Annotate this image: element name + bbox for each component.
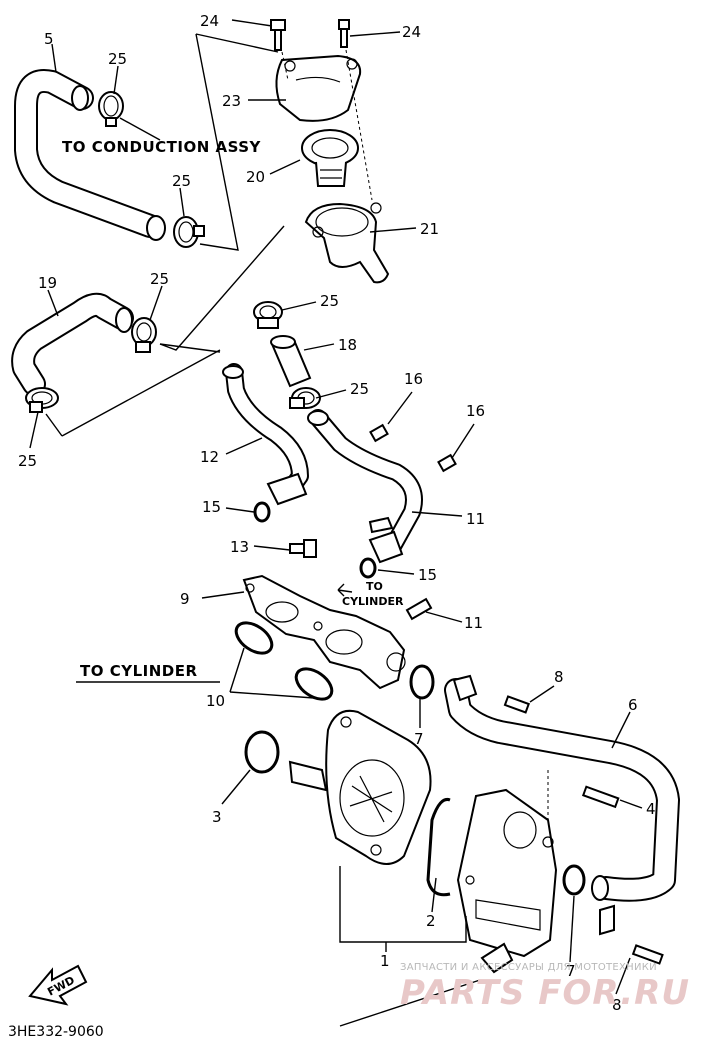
watermark-tagline: ЗАПЧАСТИ И АКСЕССУАРЫ ДЛЯ МОТОТЕХНИКИ	[400, 962, 657, 973]
part-25-clamp-a	[131, 317, 157, 353]
part-23-bolt	[270, 19, 286, 51]
part-25-clamp-d	[289, 387, 321, 409]
callout-19: 20	[246, 168, 265, 186]
part-16-bolt-b	[437, 453, 457, 473]
part-3-o-ring	[244, 730, 280, 774]
label-to-conduction-assy: TO CONDUCTION ASSY	[62, 138, 262, 156]
part-2-gasket	[426, 797, 451, 897]
callout-15b: 15	[418, 566, 437, 584]
callout-12: 13	[230, 538, 249, 556]
part-14-pipe	[222, 363, 309, 506]
callout-24b: 25	[172, 172, 191, 190]
callout-10: 10	[206, 692, 225, 710]
part-4-bolt	[581, 785, 620, 809]
callout-25d: 25	[18, 452, 37, 470]
part-7-o-ring-upper	[409, 664, 435, 700]
callout-14: 12	[200, 448, 219, 466]
callout-21: 23	[222, 92, 241, 110]
part-16-bolt-a	[369, 423, 389, 443]
part-13-pipe	[307, 409, 423, 564]
callout-8-upper: 8	[554, 668, 564, 686]
callout-13: 11	[466, 510, 485, 528]
callout-9: 9	[180, 590, 190, 608]
callout-3: 3	[212, 808, 222, 826]
callout-18: 19	[38, 274, 57, 292]
callout-25c: 25	[350, 380, 369, 398]
part-10-gasket-b	[294, 667, 334, 701]
label-to-cylinder: TO CYLINDER	[80, 662, 198, 680]
part-9-water-pipe	[242, 574, 406, 690]
callout-23: 24	[200, 12, 219, 30]
part-8-bolt-lower	[631, 944, 664, 965]
part-6-pipe	[444, 674, 680, 936]
callout-22: 24	[402, 23, 421, 41]
label-to-cylinder-small-2: CYLINDER	[342, 595, 404, 608]
fwd-arrow-icon: FWD	[28, 964, 88, 1006]
part-17-pipe	[270, 335, 312, 388]
callout-17: 18	[338, 336, 357, 354]
part-12-bolt	[289, 539, 317, 558]
callout-20: 21	[420, 220, 439, 238]
part-11-bolt	[405, 597, 433, 621]
callout-1: 1	[380, 952, 390, 970]
callout-7-upper: 7	[414, 730, 424, 748]
part-15-o-ring-b	[359, 557, 377, 579]
part-7-o-ring-lower	[562, 864, 586, 896]
callout-11: 11	[464, 614, 483, 632]
part-8-bolt-upper	[503, 695, 530, 714]
part-15-o-ring-a	[253, 501, 271, 523]
watermark-brand: PARTS FOR.RU	[400, 973, 690, 1013]
callout-5: 5	[44, 30, 54, 48]
callout-16a: 16	[404, 370, 423, 388]
callout-25a: 25	[150, 270, 169, 288]
label-to-cylinder-small-1: TO	[366, 580, 383, 593]
diagram-code: 3HE332-9060	[8, 1024, 104, 1040]
part-19-thermostat	[301, 129, 359, 187]
part-1-pump-cover	[456, 788, 558, 958]
part-21-thermostat-cover	[275, 54, 362, 122]
part-25-clamp-c	[253, 301, 283, 329]
callout-15a: 15	[202, 498, 221, 516]
part-10-gasket-a	[234, 621, 274, 655]
callout-7-lower: 7	[566, 962, 576, 980]
callout-2: 2	[426, 912, 436, 930]
part-1-water-pump	[288, 709, 432, 865]
callout-8-lower: 8	[612, 996, 622, 1014]
part-24-clamp-upper	[98, 91, 124, 127]
callout-4: 4	[646, 800, 656, 818]
part-5-hose	[14, 69, 166, 241]
callout-24a: 25	[108, 50, 127, 68]
callout-16b: 16	[466, 402, 485, 420]
part-25-clamp-b	[25, 387, 59, 413]
callout-25b: 25	[320, 292, 339, 310]
part-24-clamp-lower	[173, 216, 205, 248]
part-22-bolt	[338, 19, 350, 48]
part-18-hose	[11, 292, 134, 396]
part-20-thermostat-housing	[304, 202, 390, 284]
callout-6: 6	[628, 696, 638, 714]
